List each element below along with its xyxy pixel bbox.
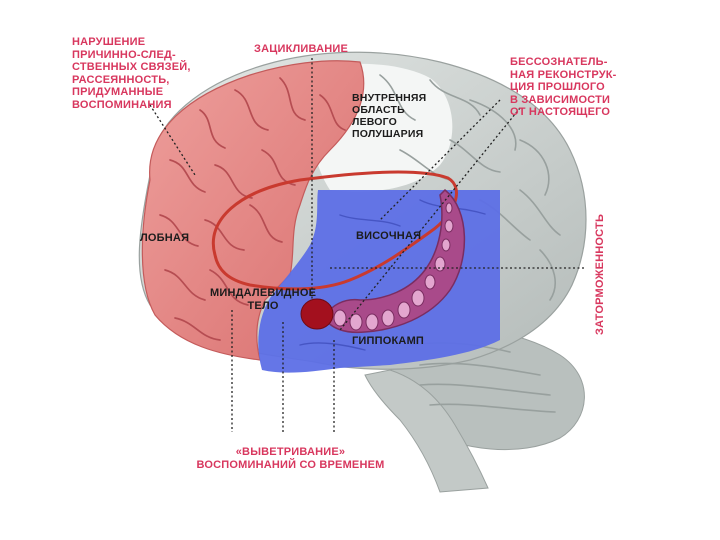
label-inhibition: ЗАТОРМОЖЕННОСТЬ <box>594 213 606 335</box>
leader-lines <box>149 58 585 432</box>
label-amygdala: МИНДАЛЕВИДНОЕ ТЕЛО <box>210 287 317 312</box>
hippocampus-folds <box>333 202 454 331</box>
label-inner-left-hemisphere: ВНУТРЕННЯЯ ОБЛАСТЬ ЛЕВОГО ПОЛУШАРИЯ <box>352 92 427 140</box>
label-unconscious-reconstruction: БЕССОЗНАТЕЛЬ- НАЯ РЕКОНСТРУК- ЦИЯ ПРОШЛО… <box>510 56 617 118</box>
label-looping: ЗАЦИКЛИВАНИЕ <box>254 43 349 55</box>
amygdala-structure <box>300 298 334 330</box>
label-fading: «ВЫВЕТРИВАНИЕ» ВОСПОМИНАНИЙ СО ВРЕМЕНЕМ <box>196 446 385 471</box>
label-hippocampus: ГИППОКАМП <box>352 335 425 347</box>
frontal-lobe <box>141 60 365 361</box>
label-frontal: ЛОБНАЯ <box>140 232 190 244</box>
gyri-gray <box>379 74 561 413</box>
brainstem <box>364 369 489 493</box>
label-temporal: ВИСОЧНАЯ <box>356 230 422 242</box>
label-frontal-disorder: НАРУШЕНИЕ ПРИЧИННО-СЛЕД- СТВЕННЫХ СВЯЗЕЙ… <box>72 36 191 111</box>
